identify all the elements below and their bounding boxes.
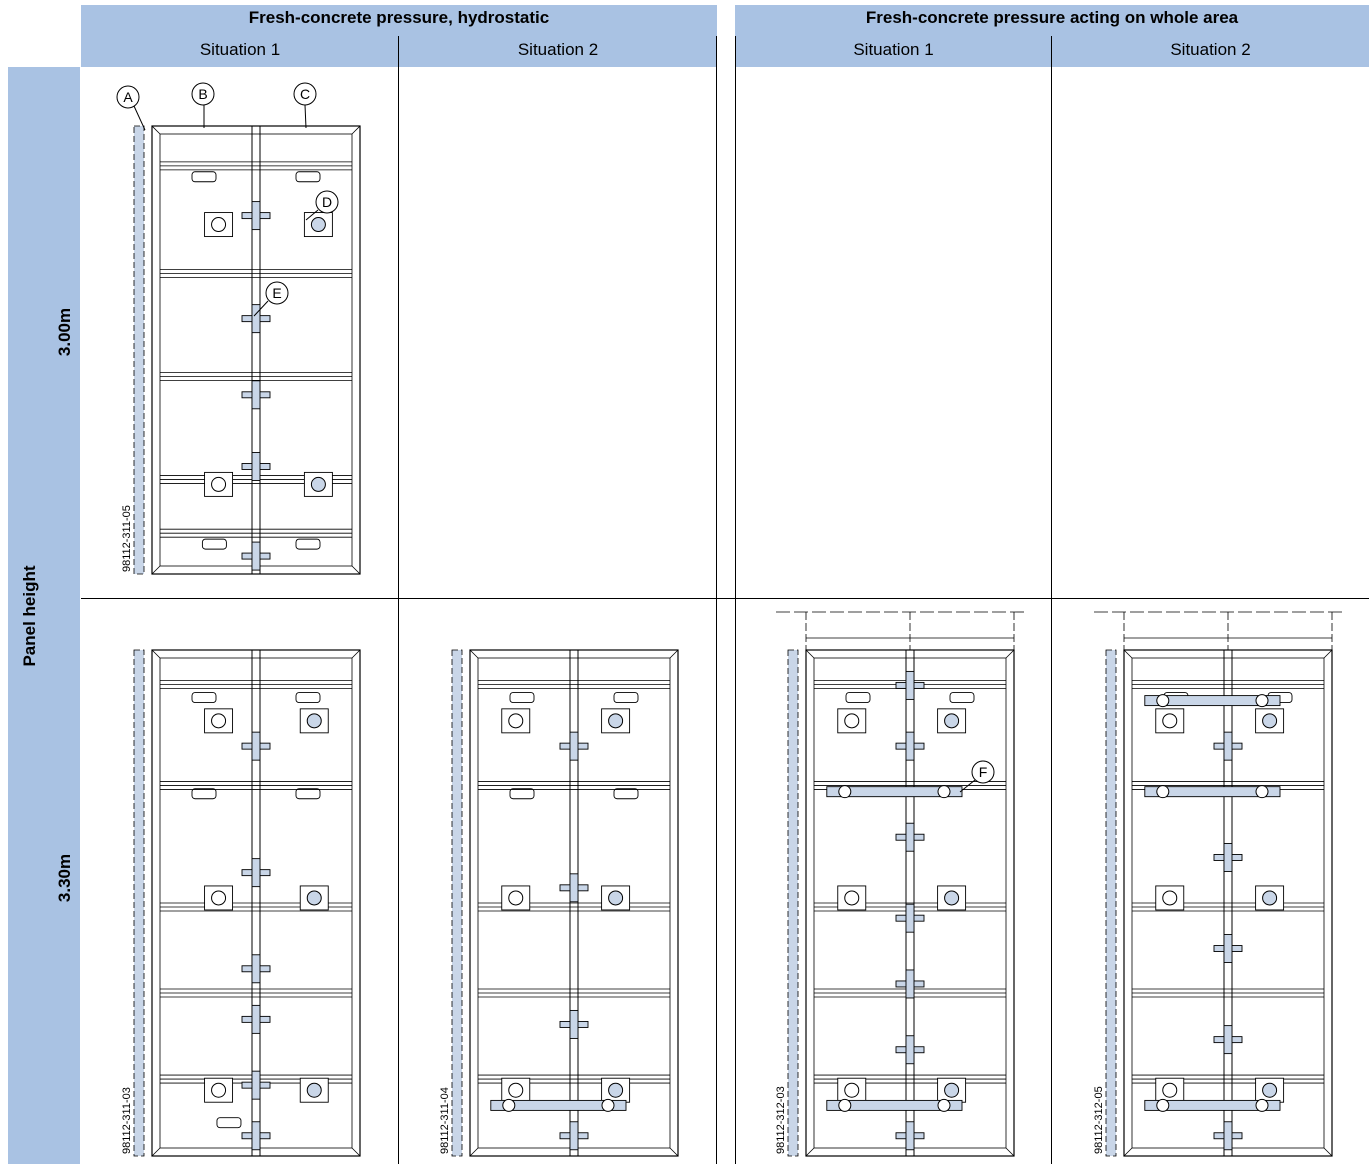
tie-point <box>608 1082 624 1098</box>
tie-point-frame <box>303 471 333 497</box>
svg-text:C: C <box>300 86 310 102</box>
tie-point <box>306 713 322 729</box>
header-whole-area: Fresh-concrete pressure acting on whole … <box>735 5 1369 67</box>
tie-point <box>508 890 524 906</box>
drawing-code: 98112-312-03 <box>775 1086 787 1154</box>
tie-point <box>211 1082 227 1098</box>
grid-divider <box>398 36 399 1164</box>
header-whole-area-title: Fresh-concrete pressure acting on whole … <box>865 8 1239 27</box>
svg-text:E: E <box>272 285 281 301</box>
callout-c: C <box>293 82 317 129</box>
tie-point <box>211 476 227 492</box>
drawing-code: 98112-311-04 <box>439 1087 451 1154</box>
filler-strip <box>133 649 145 1157</box>
situation-1-hydrostatic: Situation 1 <box>199 40 281 59</box>
tie-point <box>211 713 227 729</box>
callout-a: A <box>116 85 146 131</box>
handle <box>509 692 535 704</box>
panel-height-column <box>8 67 80 1164</box>
tie-point-frame <box>501 885 531 911</box>
callout-d: D <box>305 190 339 221</box>
tie-point <box>211 890 227 906</box>
panel-drawing-330-whole-situation1: 98112-312-03 <box>775 611 1024 1157</box>
aligning-rail <box>1144 695 1281 707</box>
aligning-rail <box>826 1099 963 1111</box>
tie-point <box>310 217 326 233</box>
drawing-code: 98112-312-05 <box>1093 1086 1105 1154</box>
callout-f: F <box>959 760 995 793</box>
panel-drawing-330-situation2: 98112-311-04 <box>439 649 679 1157</box>
callout-e: E <box>253 281 289 317</box>
header-hydrostatic: Fresh-concrete pressure, hydrostatic <box>81 5 717 67</box>
svg-text:B: B <box>198 86 207 102</box>
handle <box>509 788 535 800</box>
grid-divider <box>716 36 717 1164</box>
handle <box>201 538 227 550</box>
grid-divider <box>735 36 736 1164</box>
handle <box>191 692 217 704</box>
tie-point <box>608 713 624 729</box>
tie-point <box>944 1082 960 1098</box>
aligning-rail <box>826 786 963 798</box>
tie-point <box>508 1082 524 1098</box>
panel-drawing-330-whole-situation2: 98112-312-05 <box>1093 611 1342 1157</box>
svg-text:A: A <box>123 89 133 105</box>
tie-point <box>310 476 326 492</box>
tie-point-frame <box>501 1077 531 1103</box>
tie-point <box>1262 1082 1278 1098</box>
handle <box>613 692 639 704</box>
aligning-rail <box>1144 786 1281 798</box>
situation-2-hydrostatic: Situation 2 <box>517 40 599 59</box>
callout-b: B <box>191 82 215 128</box>
handle <box>295 788 321 800</box>
handle <box>295 171 321 183</box>
situation-2-whole-area: Situation 2 <box>1170 40 1251 59</box>
handle <box>295 538 321 550</box>
drawing-code: 98112-311-03 <box>121 1087 133 1154</box>
drawing-code: 98112-311-05 <box>121 505 133 572</box>
header-hydrostatic-title: Fresh-concrete pressure, hydrostatic <box>248 8 550 27</box>
situation-1-whole-area: Situation 1 <box>853 40 934 59</box>
filler-strip <box>451 649 463 1157</box>
tie-point <box>306 890 322 906</box>
tie-point <box>211 217 227 233</box>
svg-text:D: D <box>322 194 332 210</box>
handle <box>216 1117 242 1129</box>
handle <box>191 788 217 800</box>
grid-divider <box>1051 36 1052 1164</box>
handle <box>295 692 321 704</box>
tie-point <box>608 890 624 906</box>
tie-point <box>944 890 960 906</box>
tie-point <box>844 890 860 906</box>
filler-strip <box>133 125 145 575</box>
svg-text:F: F <box>979 764 988 780</box>
tie-point <box>844 1082 860 1098</box>
tie-point <box>844 713 860 729</box>
row-divider <box>81 598 1369 599</box>
filler-strip <box>787 649 799 1157</box>
tie-point <box>306 1082 322 1098</box>
tie-point <box>508 713 524 729</box>
handle <box>191 171 217 183</box>
handle <box>613 788 639 800</box>
aligning-rail <box>1144 1099 1281 1111</box>
tie-point <box>1262 890 1278 906</box>
handle <box>845 692 871 704</box>
aligning-rail <box>490 1099 627 1111</box>
tie-point <box>1162 713 1178 729</box>
tie-point <box>1162 890 1178 906</box>
filler-strip <box>1105 649 1117 1157</box>
panel-drawing-330-situation1: 98112-311-03 <box>121 649 361 1157</box>
tie-point <box>1162 1082 1178 1098</box>
handle <box>949 692 975 704</box>
tie-point <box>944 713 960 729</box>
tie-point <box>1262 713 1278 729</box>
